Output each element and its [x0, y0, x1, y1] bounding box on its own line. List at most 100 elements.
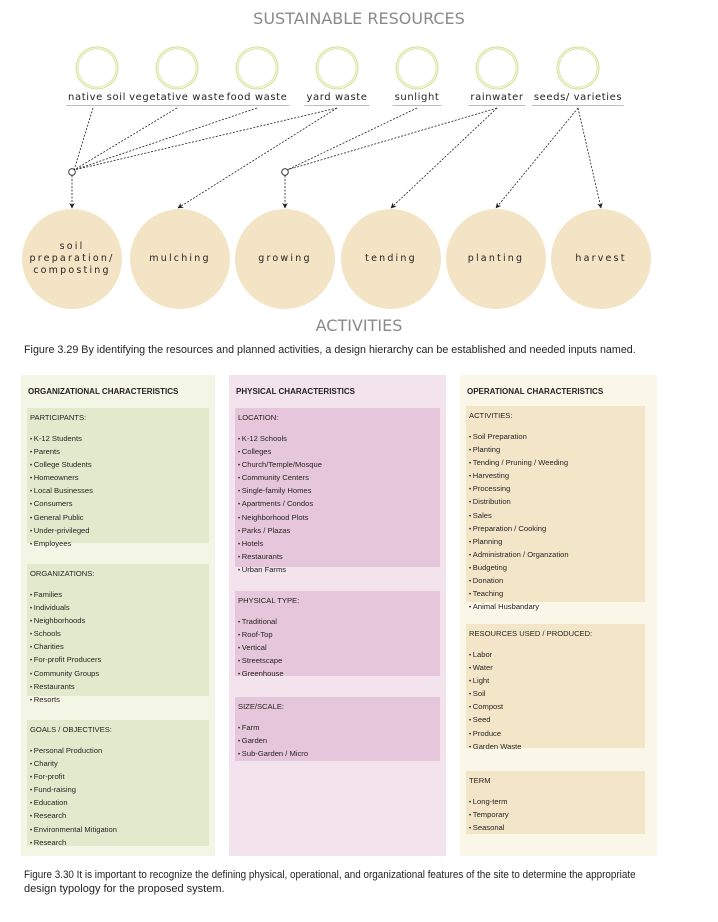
panel-title: OPERATIONAL CHARACTERISTICS: [467, 387, 604, 396]
activity-circle-growing: growing: [235, 209, 335, 309]
resource-ring-icon-native-soil: [77, 48, 117, 88]
resource-ring-icon-yard-waste: [315, 46, 359, 90]
list-item: Church/Temple/Mosque: [238, 459, 437, 472]
list-item: Teaching: [469, 588, 642, 601]
resource-label-rainwater: rainwater: [468, 92, 526, 106]
list-item: Environmental Mitigation: [30, 824, 206, 837]
list-item: Vertical: [238, 642, 437, 655]
connector-arrow: [177, 107, 338, 209]
list-item: Research: [30, 837, 206, 850]
activity-circle-planting: planting: [446, 209, 546, 309]
connector-line: [73, 107, 178, 171]
resource-ring-icon-seeds-varieties: [558, 48, 598, 88]
list-item: Community Groups: [30, 668, 206, 681]
organizations-group: ORGANIZATIONS: FamiliesIndividualsNeighb…: [27, 564, 209, 704]
list-item: Labor: [469, 649, 642, 662]
list-item: General Public: [30, 512, 206, 525]
panel-title: ORGANIZATIONAL CHARACTERISTICS: [28, 387, 179, 396]
diagram-canvas: [68, 46, 603, 209]
list-item: Sales: [469, 510, 642, 523]
list-item: Families: [30, 589, 206, 602]
group-title: LOCATION:: [238, 413, 279, 422]
list-item: Individuals: [30, 602, 206, 615]
participants-group: PARTICIPANTS: K-12 StudentsParentsColleg…: [27, 408, 209, 548]
activity-circle-mulching: mulching: [130, 209, 230, 309]
connector-line: [286, 107, 418, 171]
group-title: PARTICIPANTS:: [30, 413, 87, 422]
list-item: Sub-Garden / Micro: [238, 748, 437, 761]
list-item: Tending / Pruning / Weeding: [469, 457, 642, 470]
list-item: Processing: [469, 483, 642, 496]
connector-arrow: [577, 107, 603, 209]
list-item: K-12 Students: [30, 433, 206, 446]
size-scale-group: SIZE/SCALE: FarmGardenSub-Garden / Micro: [235, 697, 440, 761]
connector-line: [73, 107, 258, 171]
connector-arrow: [495, 107, 579, 209]
resource-ring-icon-seeds-varieties: [556, 46, 600, 90]
activities-group: ACTIVITIES: Soil PreparationPlantingTend…: [466, 406, 645, 611]
list-item: Planting: [469, 444, 642, 457]
list-item: Neighborhoods: [30, 615, 206, 628]
physical-type-group: PHYSICAL TYPE: TraditionalRoof-TopVertic…: [235, 591, 440, 678]
list-item: Consumers: [30, 498, 206, 511]
activity-label: tending: [365, 253, 417, 264]
item-list: Personal ProductionCharityFor-profitFund…: [30, 745, 206, 850]
list-item: Under-privileged: [30, 525, 206, 538]
resource-ring-icon-food-waste: [237, 48, 277, 88]
list-item: Apartments / Condos: [238, 498, 437, 511]
group-title: SIZE/SCALE:: [238, 702, 285, 711]
list-item: Budgeting: [469, 562, 642, 575]
operational-characteristics-panel: OPERATIONAL CHARACTERISTICS ACTIVITIES: …: [460, 375, 657, 856]
connector-arrow: [390, 107, 498, 209]
list-item: Colleges: [238, 446, 437, 459]
list-item: Harvesting: [469, 470, 642, 483]
item-list: K-12 SchoolsCollegesChurch/Temple/Mosque…: [238, 433, 437, 577]
list-item: Employees: [30, 538, 206, 551]
resource-label-native-soil: native soil: [66, 92, 128, 106]
list-item: K-12 Schools: [238, 433, 437, 446]
resource-label-yard-waste: yard waste: [304, 92, 370, 106]
list-item: Charities: [30, 641, 206, 654]
resource-label-sunlight: sunlight: [392, 92, 442, 106]
organizational-characteristics-panel: ORGANIZATIONAL CHARACTERISTICS PARTICIPA…: [21, 375, 215, 856]
activity-label: soil preparation/ composting: [29, 241, 115, 276]
resource-label-vegetative-waste: vegetative waste: [127, 92, 227, 106]
list-item: Animal Husbandary: [469, 601, 642, 614]
connector-line: [73, 107, 338, 171]
item-list: TraditionalRoof-TopVerticalStreetscapeGr…: [238, 616, 437, 681]
item-list: Long-termTemporarySeasonal: [469, 796, 642, 835]
list-item: Administration / Organzation: [469, 549, 642, 562]
list-item: Seed: [469, 714, 642, 727]
group-title: GOALS / OBJECTIVES:: [30, 725, 112, 734]
list-item: Community Centers: [238, 472, 437, 485]
figure-3-30-caption-line-1: Figure 3.30 It is important to recognize…: [24, 869, 636, 881]
location-group: LOCATION: K-12 SchoolsCollegesChurch/Tem…: [235, 408, 440, 574]
group-title: ACTIVITIES:: [469, 411, 513, 420]
list-item: Traditional: [238, 616, 437, 629]
group-title: ORGANIZATIONS:: [30, 569, 95, 578]
list-item: Farm: [238, 722, 437, 735]
resource-ring-icon-rainwater: [475, 46, 519, 90]
list-item: Water: [469, 662, 642, 675]
activities-title: ACTIVITIES: [315, 316, 403, 335]
activity-label: harvest: [575, 253, 627, 264]
figure-3-30-caption-line-2: design typology for the proposed system.: [24, 883, 225, 895]
activity-label: mulching: [149, 253, 211, 264]
term-group: TERM Long-termTemporarySeasonal: [466, 771, 645, 834]
list-item: Garden: [238, 735, 437, 748]
list-item: Education: [30, 797, 206, 810]
list-item: Seasonal: [469, 822, 642, 835]
list-item: Restaurants: [238, 551, 437, 564]
item-list: Soil PreparationPlantingTending / Prunin…: [469, 431, 642, 614]
resource-ring-icon-vegetative-waste: [155, 46, 199, 90]
resource-ring-icon-food-waste: [235, 46, 279, 90]
list-item: Research: [30, 810, 206, 823]
resource-label-seeds-varieties: seeds/ varieties: [531, 92, 625, 106]
group-title: PHYSICAL TYPE:: [238, 596, 300, 605]
list-item: Resorts: [30, 694, 206, 707]
list-item: Neighborhood Plots: [238, 512, 437, 525]
list-item: Single-family Homes: [238, 485, 437, 498]
panel-title: PHYSICAL CHARACTERISTICS: [236, 387, 355, 396]
activity-circle-tending: tending: [341, 209, 441, 309]
list-item: Temporary: [469, 809, 642, 822]
